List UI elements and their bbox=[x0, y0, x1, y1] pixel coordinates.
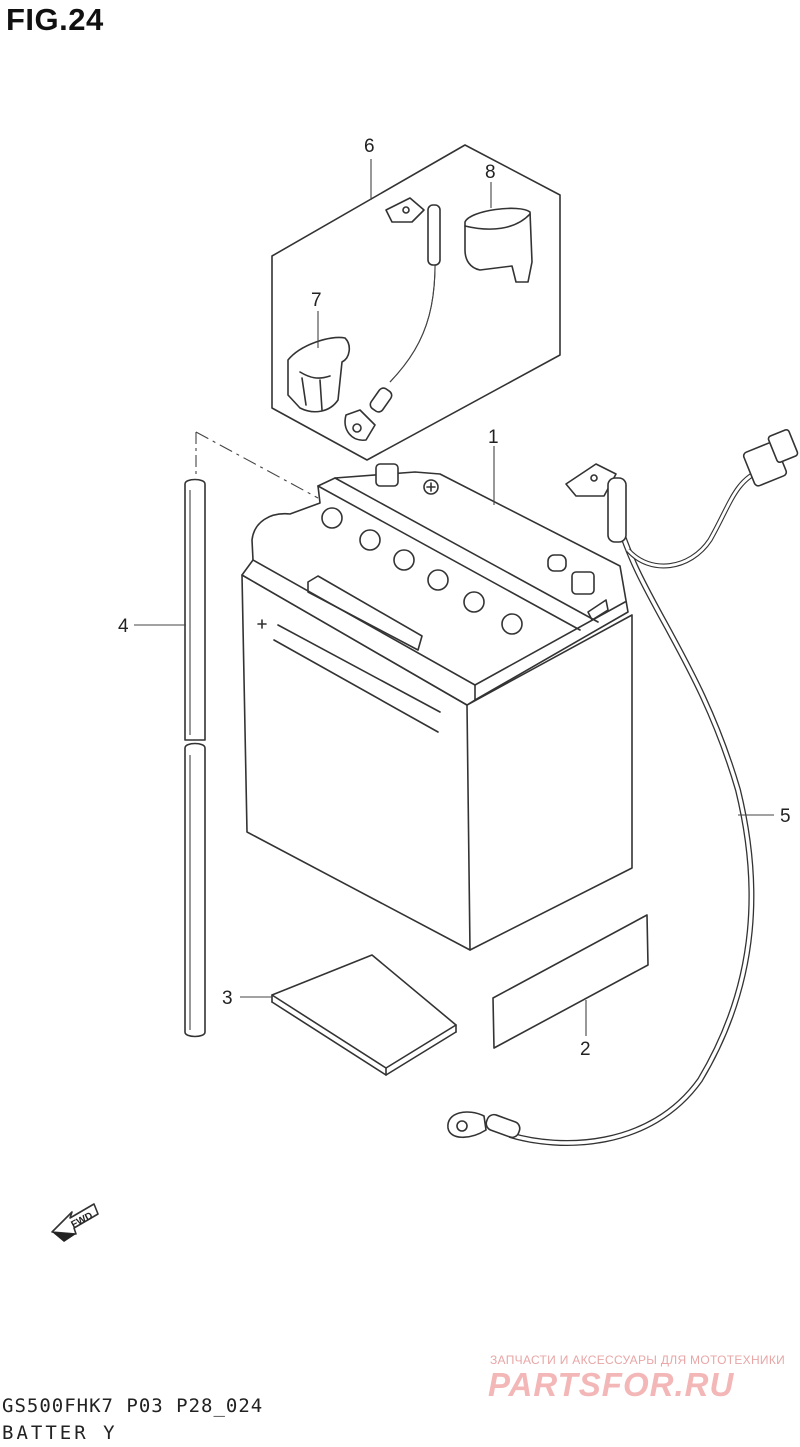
callout-2[interactable]: 2 bbox=[580, 1039, 591, 1060]
callout-5[interactable]: 5 bbox=[780, 806, 791, 827]
callout-1[interactable]: 1 bbox=[488, 427, 499, 448]
cell-caps bbox=[321, 507, 523, 635]
callout-labels: 1 2 3 4 5 6 7 8 bbox=[118, 136, 791, 1060]
watermark-tagline: ЗАПЧАСТИ И АКСЕССУАРЫ ДЛЯ МОТОТЕХНИКИ bbox=[490, 1353, 786, 1367]
callout-3[interactable]: 3 bbox=[222, 988, 233, 1009]
forward-direction-arrow[interactable]: FWD bbox=[51, 1203, 99, 1242]
callout-8[interactable]: 8 bbox=[485, 162, 496, 183]
callout-7[interactable]: 7 bbox=[311, 290, 322, 311]
cushion-pad-3 bbox=[271, 954, 457, 1076]
terminal-kit-panel bbox=[271, 144, 561, 461]
figure-title: FIG.24 bbox=[6, 2, 104, 37]
callout-6[interactable]: 6 bbox=[364, 136, 375, 157]
breather-tube bbox=[184, 431, 319, 1038]
battery bbox=[241, 463, 633, 951]
watermark-logo: PARTSFOR.RU bbox=[488, 1366, 735, 1403]
model-code: GS500FHK7 P03 P28_024 bbox=[2, 1395, 264, 1417]
battery-lead-wire bbox=[447, 429, 799, 1146]
leader-lines bbox=[134, 159, 774, 1036]
callout-4[interactable]: 4 bbox=[118, 616, 129, 637]
fwd-label: FWD bbox=[70, 1210, 95, 1230]
section-name: BATTER Y bbox=[2, 1422, 118, 1444]
cushion-pad-2 bbox=[492, 914, 649, 1049]
